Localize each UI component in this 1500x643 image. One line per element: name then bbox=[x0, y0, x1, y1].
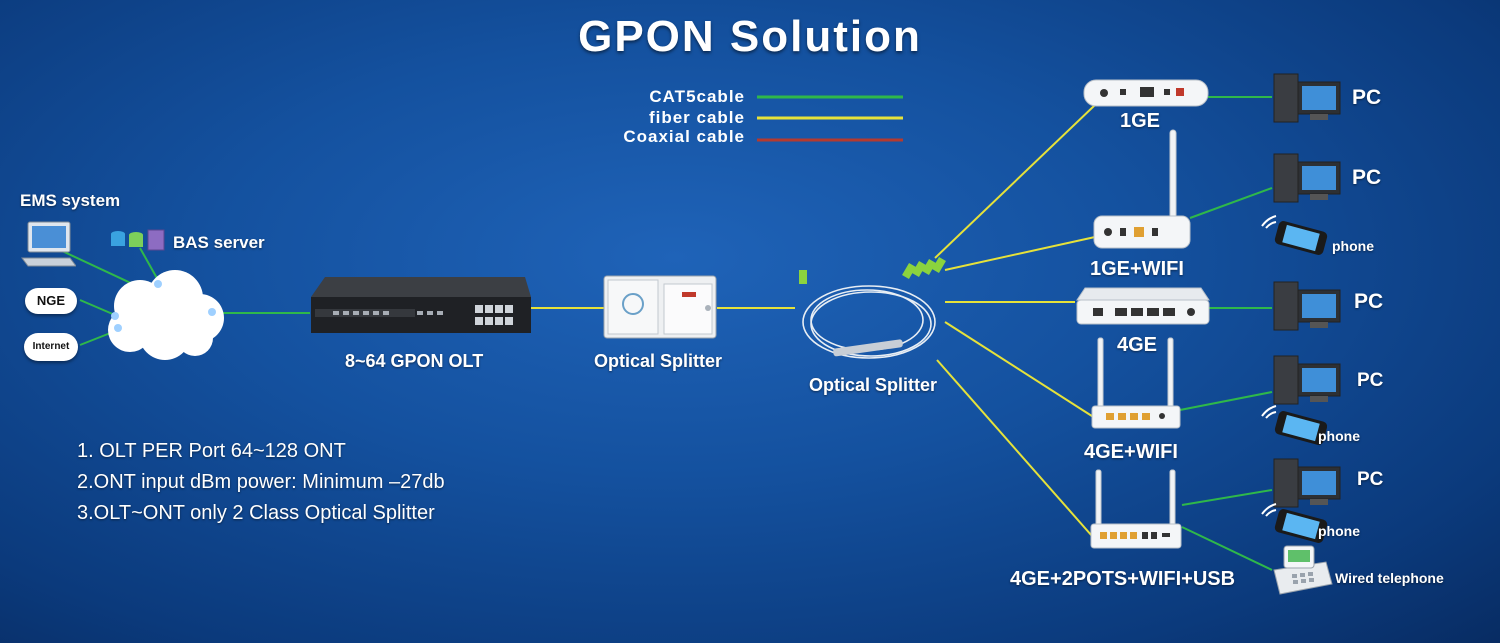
gpon-olt-device-icon bbox=[311, 277, 531, 333]
pc-1-icon bbox=[1273, 73, 1341, 123]
olt-label: 8~64 GPON OLT bbox=[345, 351, 484, 371]
phone-1-icon bbox=[1261, 215, 1328, 255]
optical-splitter-box-icon bbox=[603, 275, 717, 339]
ont-1ge-device-icon bbox=[1083, 79, 1209, 107]
pc-4-label: PC bbox=[1357, 370, 1384, 391]
ont-4ge-2pots-wifi-usb-device-icon bbox=[1090, 469, 1182, 549]
ont-4ge-2pots-wifi-usb-label: 4GE+2POTS+WIFI+USB bbox=[1010, 568, 1236, 590]
legend-cat5-label: CAT5cable bbox=[649, 87, 745, 106]
pc-2-label: PC bbox=[1352, 166, 1382, 189]
note-1: 1. OLT PER Port 64~128 ONT bbox=[77, 440, 346, 462]
page-title: GPON Solution bbox=[578, 12, 922, 61]
network-cloud-icon bbox=[108, 270, 224, 360]
bas-server-icon bbox=[111, 229, 165, 251]
phone-2-label: phone bbox=[1318, 428, 1360, 444]
nge-cloud: NGE bbox=[25, 288, 77, 314]
legend-coaxial-label: Coaxial cable bbox=[623, 127, 745, 146]
pc-5-icon bbox=[1273, 458, 1341, 508]
pc-3-label: PC bbox=[1354, 290, 1384, 313]
note-2: 2.ONT input dBm power: Minimum –27db bbox=[77, 471, 445, 493]
wired-telephone-icon bbox=[1273, 545, 1333, 595]
ont-4ge-wifi-device-icon bbox=[1091, 337, 1181, 429]
internet-cloud: Internet bbox=[24, 333, 78, 361]
pc-3-icon bbox=[1273, 281, 1341, 331]
ems-system-label: EMS system bbox=[20, 191, 121, 210]
optical-splitter-1-label: Optical Splitter bbox=[594, 351, 723, 371]
ont-1ge-wifi-label: 1GE+WIFI bbox=[1090, 258, 1184, 280]
phone-2-icon bbox=[1261, 405, 1328, 445]
note-3: 3.OLT~ONT only 2 Class Optical Splitter bbox=[77, 502, 435, 524]
notes-list: 1. OLT PER Port 64~128 ONT 2.ONT input d… bbox=[77, 436, 445, 529]
pc-1-label: PC bbox=[1352, 86, 1382, 109]
phone-3-label: phone bbox=[1318, 523, 1360, 539]
legend-fiber-label: fiber cable bbox=[648, 108, 745, 127]
ont-4ge-label: 4GE bbox=[1117, 334, 1158, 356]
bas-server-label: BAS server bbox=[173, 233, 265, 252]
ont-4ge-wifi-label: 4GE+WIFI bbox=[1084, 441, 1178, 463]
nge-label: NGE bbox=[36, 293, 66, 308]
ont-1ge-wifi-device-icon bbox=[1093, 129, 1191, 249]
optical-splitter-coil-icon bbox=[799, 256, 946, 359]
pc-5-label: PC bbox=[1357, 469, 1384, 490]
optical-splitter-2-label: Optical Splitter bbox=[809, 375, 938, 395]
ems-computer-icon bbox=[21, 221, 76, 267]
phone-3-icon bbox=[1261, 503, 1328, 543]
phone-1-label: phone bbox=[1332, 238, 1374, 254]
wired-telephone-label: Wired telephone bbox=[1335, 570, 1444, 586]
pc-2-icon bbox=[1273, 153, 1341, 203]
ont-1ge-label: 1GE bbox=[1120, 110, 1161, 132]
pc-4-icon bbox=[1273, 355, 1341, 405]
internet-label: Internet bbox=[32, 341, 70, 352]
ont-4ge-device-icon bbox=[1076, 287, 1210, 325]
